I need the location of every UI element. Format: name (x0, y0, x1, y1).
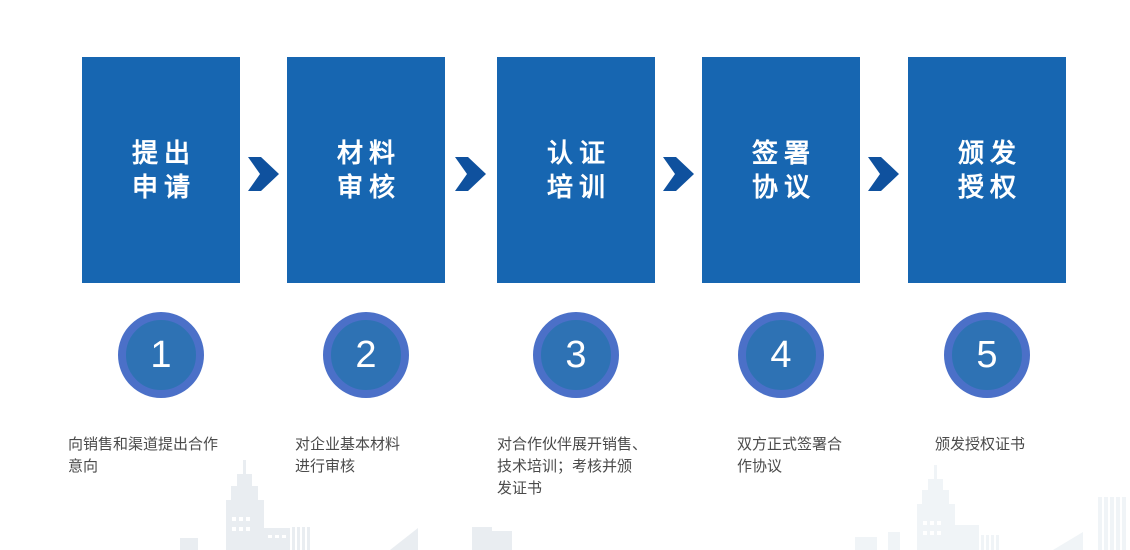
chevron-right-icon (868, 157, 899, 191)
step-title: 提出 (131, 138, 196, 168)
step-number-badge-3: 3 (533, 312, 619, 398)
step-title: 审核 (336, 172, 401, 202)
step-description-2: 对企业基本材料 进行审核 (295, 436, 401, 475)
step-description-1: 向销售和渠道提出合作 意向 (68, 436, 219, 475)
step-description-4: 双方正式签署合 作协议 (737, 436, 843, 475)
step-title: 颁发 (957, 138, 1022, 168)
step-number-badge-5: 5 (944, 312, 1030, 398)
step-title: 培训 (546, 172, 611, 202)
step-number: 2 (355, 334, 377, 376)
chevron-right-icon (663, 157, 694, 191)
step-number-badge-1: 1 (118, 312, 204, 398)
step-title: 申请 (131, 172, 196, 202)
step-title: 签署 (751, 138, 816, 168)
step-title: 协议 (751, 172, 816, 202)
step-box-5: 颁发 授权 (908, 57, 1066, 283)
step-number: 1 (150, 334, 172, 376)
step-description-3: 对合作伙伴展开销售、 技术培训；考核并颁 发证书 (497, 436, 648, 497)
city-skyline-watermark (180, 460, 1126, 550)
step-number-badge-4: 4 (738, 312, 824, 398)
step-title: 授权 (957, 172, 1022, 202)
step-description-5: 颁发授权证书 (935, 436, 1026, 453)
chevron-right-icon (248, 157, 279, 191)
step-number-badge-2: 2 (323, 312, 409, 398)
step-box-2: 材料 审核 (287, 57, 445, 283)
step-box-1: 提出 申请 (82, 57, 240, 283)
chevron-right-icon (455, 157, 486, 191)
step-box-4: 签署 协议 (702, 57, 860, 283)
step-title: 材料 (336, 138, 401, 168)
step-number: 4 (770, 334, 792, 376)
step-title: 认证 (546, 138, 611, 168)
step-number: 5 (976, 334, 998, 376)
step-box-3: 认证 培训 (497, 57, 655, 283)
step-number: 3 (565, 334, 587, 376)
